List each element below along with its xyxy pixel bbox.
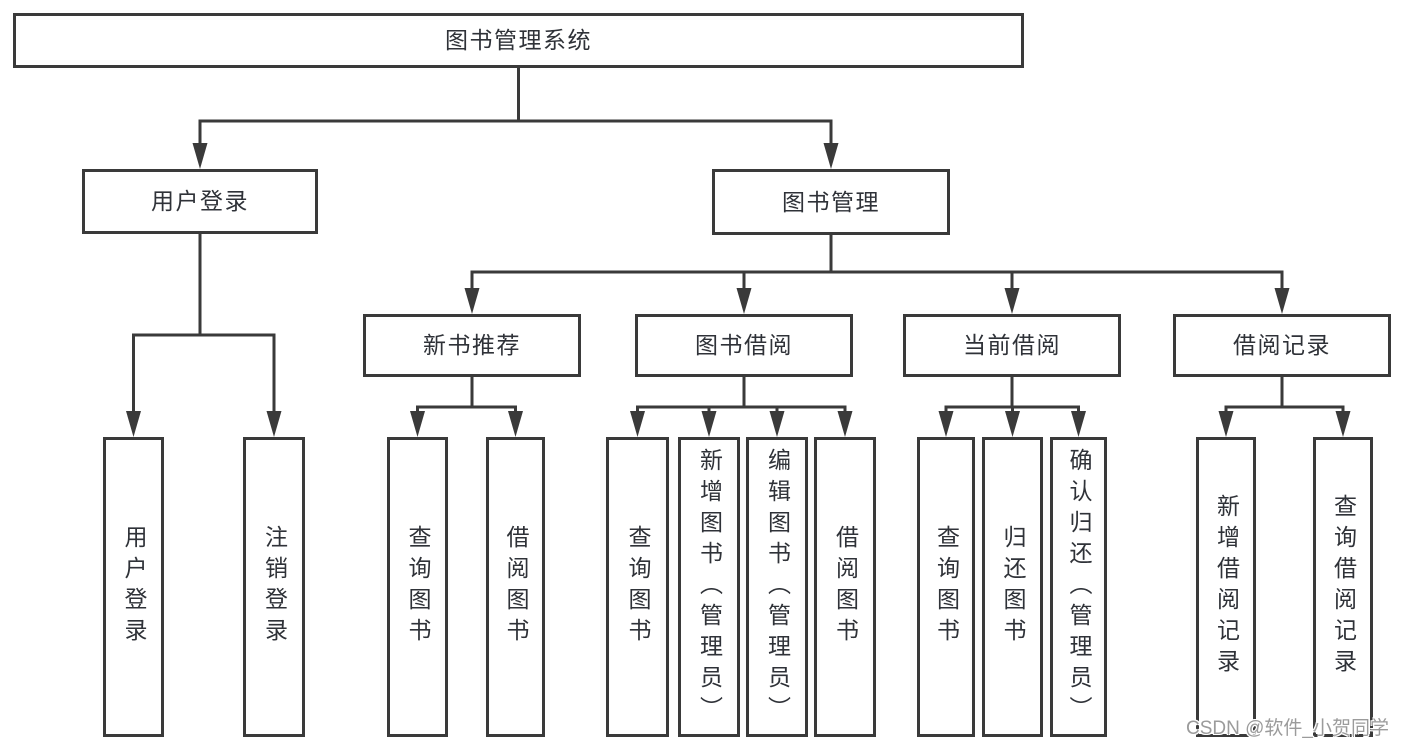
- arrowhead: [1004, 288, 1020, 314]
- node-book-management: 图书管理: [712, 169, 950, 235]
- node-leaf-add-book-admin: 新增图书（管理员）: [678, 437, 740, 737]
- node-leaf-edit-book-admin: 编辑图书（管理员）: [746, 437, 808, 737]
- arrowhead: [1218, 411, 1234, 437]
- node-leaf-confirm-return-admin: 确认归还（管理员）: [1050, 437, 1107, 737]
- node-root: 图书管理系统: [13, 13, 1024, 68]
- arrowhead: [1274, 288, 1290, 314]
- arrowhead: [266, 411, 282, 437]
- arrowhead: [1005, 411, 1020, 437]
- node-new-book-recommend: 新书推荐: [363, 314, 581, 377]
- node-leaf-add-borrow-record-label: 新增借阅记录: [1213, 494, 1240, 680]
- node-leaf-query-borrow-record: 查询借阅记录: [1313, 437, 1373, 737]
- arrowhead: [508, 411, 523, 437]
- node-leaf-borrow-books-1-label: 借阅图书: [503, 525, 529, 649]
- node-leaf-edit-book-admin-label: 编辑图书（管理员）: [764, 447, 791, 727]
- arrowhead: [837, 411, 853, 437]
- node-leaf-borrow-books-2-label: 借阅图书: [832, 525, 859, 649]
- arrowheads: [126, 143, 1351, 437]
- node-leaf-logout-label: 注销登录: [261, 525, 288, 649]
- node-leaf-logout: 注销登录: [243, 437, 305, 737]
- node-leaf-borrow-books-1: 借阅图书: [486, 437, 545, 737]
- node-borrow-records-label: 借阅记录: [1233, 332, 1331, 358]
- node-leaf-return-books-label: 归还图书: [1000, 525, 1026, 649]
- arrowhead: [630, 411, 645, 437]
- node-leaf-query-books-3-label: 查询图书: [933, 525, 960, 649]
- node-new-book-recommend-label: 新书推荐: [423, 332, 521, 358]
- node-leaf-add-book-admin-label: 新增图书（管理员）: [696, 447, 723, 727]
- node-current-borrowing-label: 当前借阅: [963, 332, 1061, 358]
- arrowhead: [410, 411, 425, 437]
- watermark-text: CSDN @软件_小贺同学: [1186, 718, 1389, 739]
- node-leaf-query-books-2: 查询图书: [606, 437, 669, 737]
- arrowhead: [736, 288, 752, 314]
- arrowhead: [938, 411, 954, 437]
- node-leaf-user-login: 用户登录: [103, 437, 164, 737]
- node-leaf-confirm-return-admin-label: 确认归还（管理员）: [1066, 447, 1092, 727]
- node-leaf-query-books-1-label: 查询图书: [405, 525, 431, 649]
- arrowhead: [464, 288, 480, 314]
- node-leaf-return-books: 归还图书: [982, 437, 1043, 737]
- arrowhead: [823, 143, 839, 169]
- node-leaf-query-books-1: 查询图书: [387, 437, 448, 737]
- node-user-login-label: 用户登录: [151, 188, 249, 214]
- node-current-borrowing: 当前借阅: [903, 314, 1121, 377]
- arrowhead: [769, 411, 785, 437]
- node-leaf-borrow-books-2: 借阅图书: [814, 437, 876, 737]
- arrowhead: [126, 411, 141, 437]
- node-leaf-query-books-2-label: 查询图书: [625, 525, 651, 649]
- arrowhead: [701, 411, 717, 437]
- node-user-login: 用户登录: [82, 169, 318, 234]
- arrowhead: [1071, 411, 1086, 437]
- arrowhead: [192, 143, 208, 169]
- node-root-label: 图书管理系统: [445, 27, 592, 53]
- node-leaf-query-books-3: 查询图书: [917, 437, 975, 737]
- node-leaf-add-borrow-record: 新增借阅记录: [1196, 437, 1256, 737]
- node-leaf-user-login-label: 用户登录: [121, 525, 147, 649]
- arrowhead: [1335, 411, 1351, 437]
- node-book-management-label: 图书管理: [782, 188, 880, 215]
- node-book-borrowing: 图书借阅: [635, 314, 853, 377]
- node-borrow-records: 借阅记录: [1173, 314, 1391, 377]
- node-book-borrowing-label: 图书借阅: [695, 332, 793, 358]
- node-leaf-query-borrow-record-label: 查询借阅记录: [1330, 494, 1357, 680]
